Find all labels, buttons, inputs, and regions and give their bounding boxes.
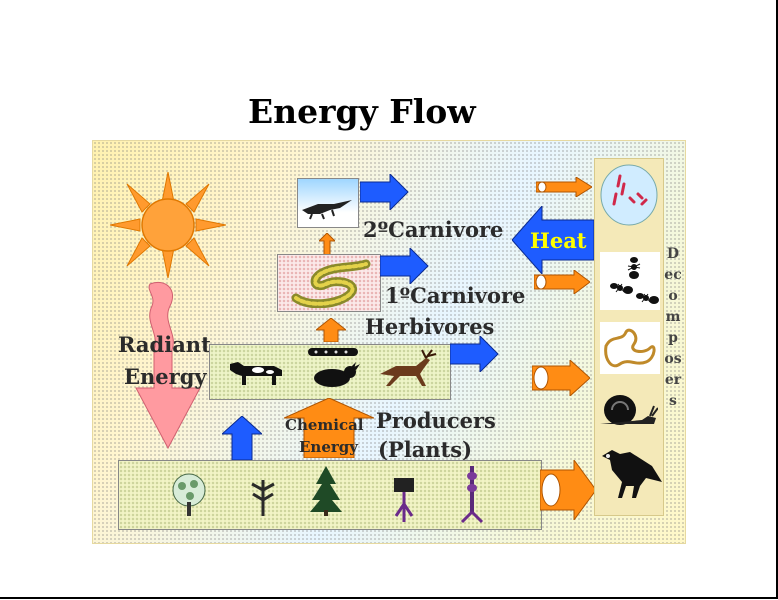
flower-icon — [394, 478, 414, 522]
crocodile-icon — [302, 200, 352, 220]
plants-label: (Plants) — [378, 437, 473, 462]
radiant-label: Radiant — [118, 332, 211, 357]
orange-arrow-decomp-3 — [532, 360, 590, 396]
orange-arrow-decomp-1 — [536, 177, 592, 197]
secondary-carnivore-card — [297, 178, 359, 228]
plant-icon — [251, 480, 275, 516]
orange-arrow-decomp-2 — [534, 270, 590, 294]
chemical-label: Chemical — [285, 416, 364, 434]
radiant-energy-arrow — [135, 282, 201, 450]
bacteria-icon — [600, 164, 658, 226]
orange-arrow-decomp-4 — [540, 460, 596, 520]
sun-icon — [110, 172, 226, 278]
snail-icon — [600, 395, 658, 425]
heat-arrow — [512, 206, 594, 274]
blue-up-arrow-producers — [222, 416, 262, 460]
blue-arrow-secondary — [360, 174, 409, 210]
tree-icon — [172, 473, 206, 516]
orange-up-arrow-herbivores — [316, 318, 346, 342]
deer-icon — [380, 349, 437, 386]
decomposers-label: Decomposers — [664, 246, 682, 409]
page-title: Energy Flow — [248, 92, 476, 131]
herbivores-label: Herbivores — [365, 314, 495, 339]
snake-icon — [291, 259, 371, 308]
blue-arrow-primary — [380, 248, 429, 284]
lavender-icon — [460, 466, 484, 524]
vulture-icon — [602, 450, 662, 498]
producers-label: Producers — [376, 408, 496, 433]
primary-carnivore-label: 1ºCarnivore — [385, 283, 526, 308]
heat-label: Heat — [530, 228, 587, 253]
orange-up-arrow-small — [319, 233, 335, 255]
conifer-icon — [310, 466, 342, 516]
orange-chemical-energy-arrow — [284, 398, 374, 458]
cow-icon — [230, 362, 282, 385]
chemical-energy-label: Energy — [299, 438, 358, 456]
energy-label: Energy — [124, 364, 207, 389]
blue-arrow-herbivores — [450, 336, 499, 372]
ant-icon — [600, 252, 660, 310]
rabbit-icon — [314, 362, 360, 387]
secondary-carnivore-label: 2ºCarnivore — [363, 217, 504, 242]
fungus-icon — [600, 322, 660, 374]
caterpillar-icon — [308, 348, 358, 356]
